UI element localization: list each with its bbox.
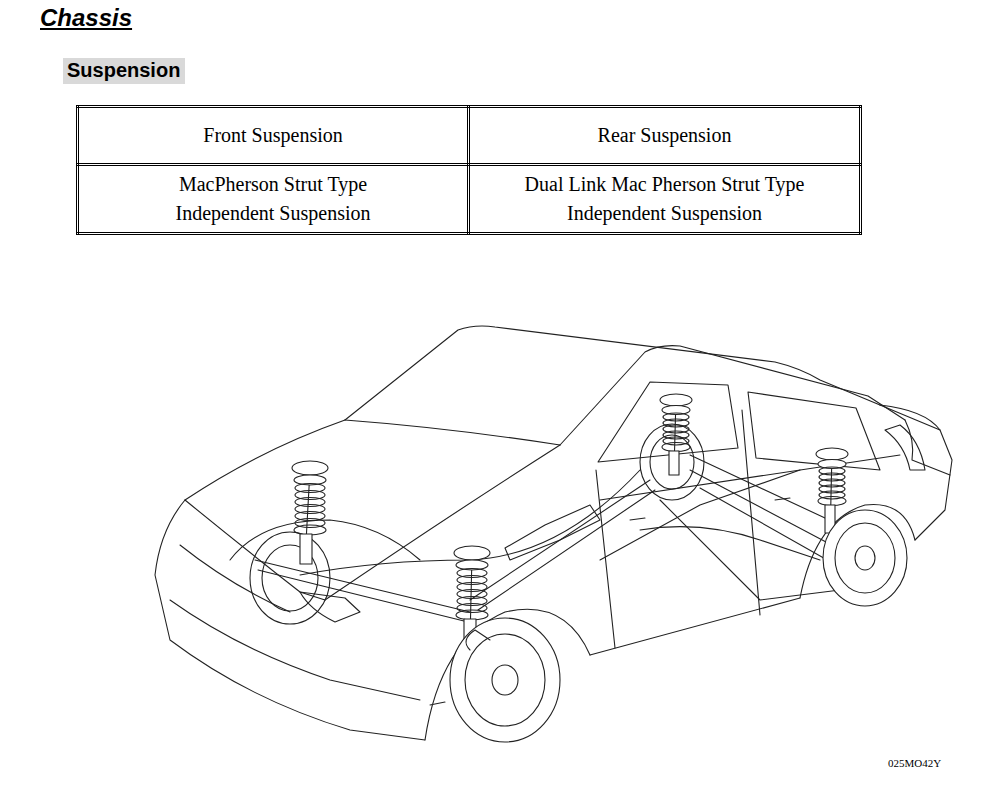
page-title: Chassis (40, 4, 132, 32)
table-cell-text: Rear Suspension (598, 121, 732, 150)
heading-text: Suspension (67, 59, 180, 81)
table-cell: Dual Link Mac Pherson Strut Type Indepen… (469, 165, 861, 234)
table-cell: Front Suspension (78, 107, 469, 165)
spec-table: Front Suspension Rear SuspensionMacPherso… (76, 105, 862, 235)
table-cell-text: MacPherson Strut Type Independent Suspen… (156, 170, 391, 228)
table-cell-text: Front Suspension (203, 121, 342, 150)
figure-code: 025MO42Y (888, 757, 941, 769)
table-cell: Rear Suspension (469, 107, 861, 165)
table-cell-text: Dual Link Mac Pherson Strut Type Indepen… (505, 170, 825, 228)
table-cell: MacPherson Strut Type Independent Suspen… (78, 165, 469, 234)
section-heading: Suspension (63, 58, 185, 84)
